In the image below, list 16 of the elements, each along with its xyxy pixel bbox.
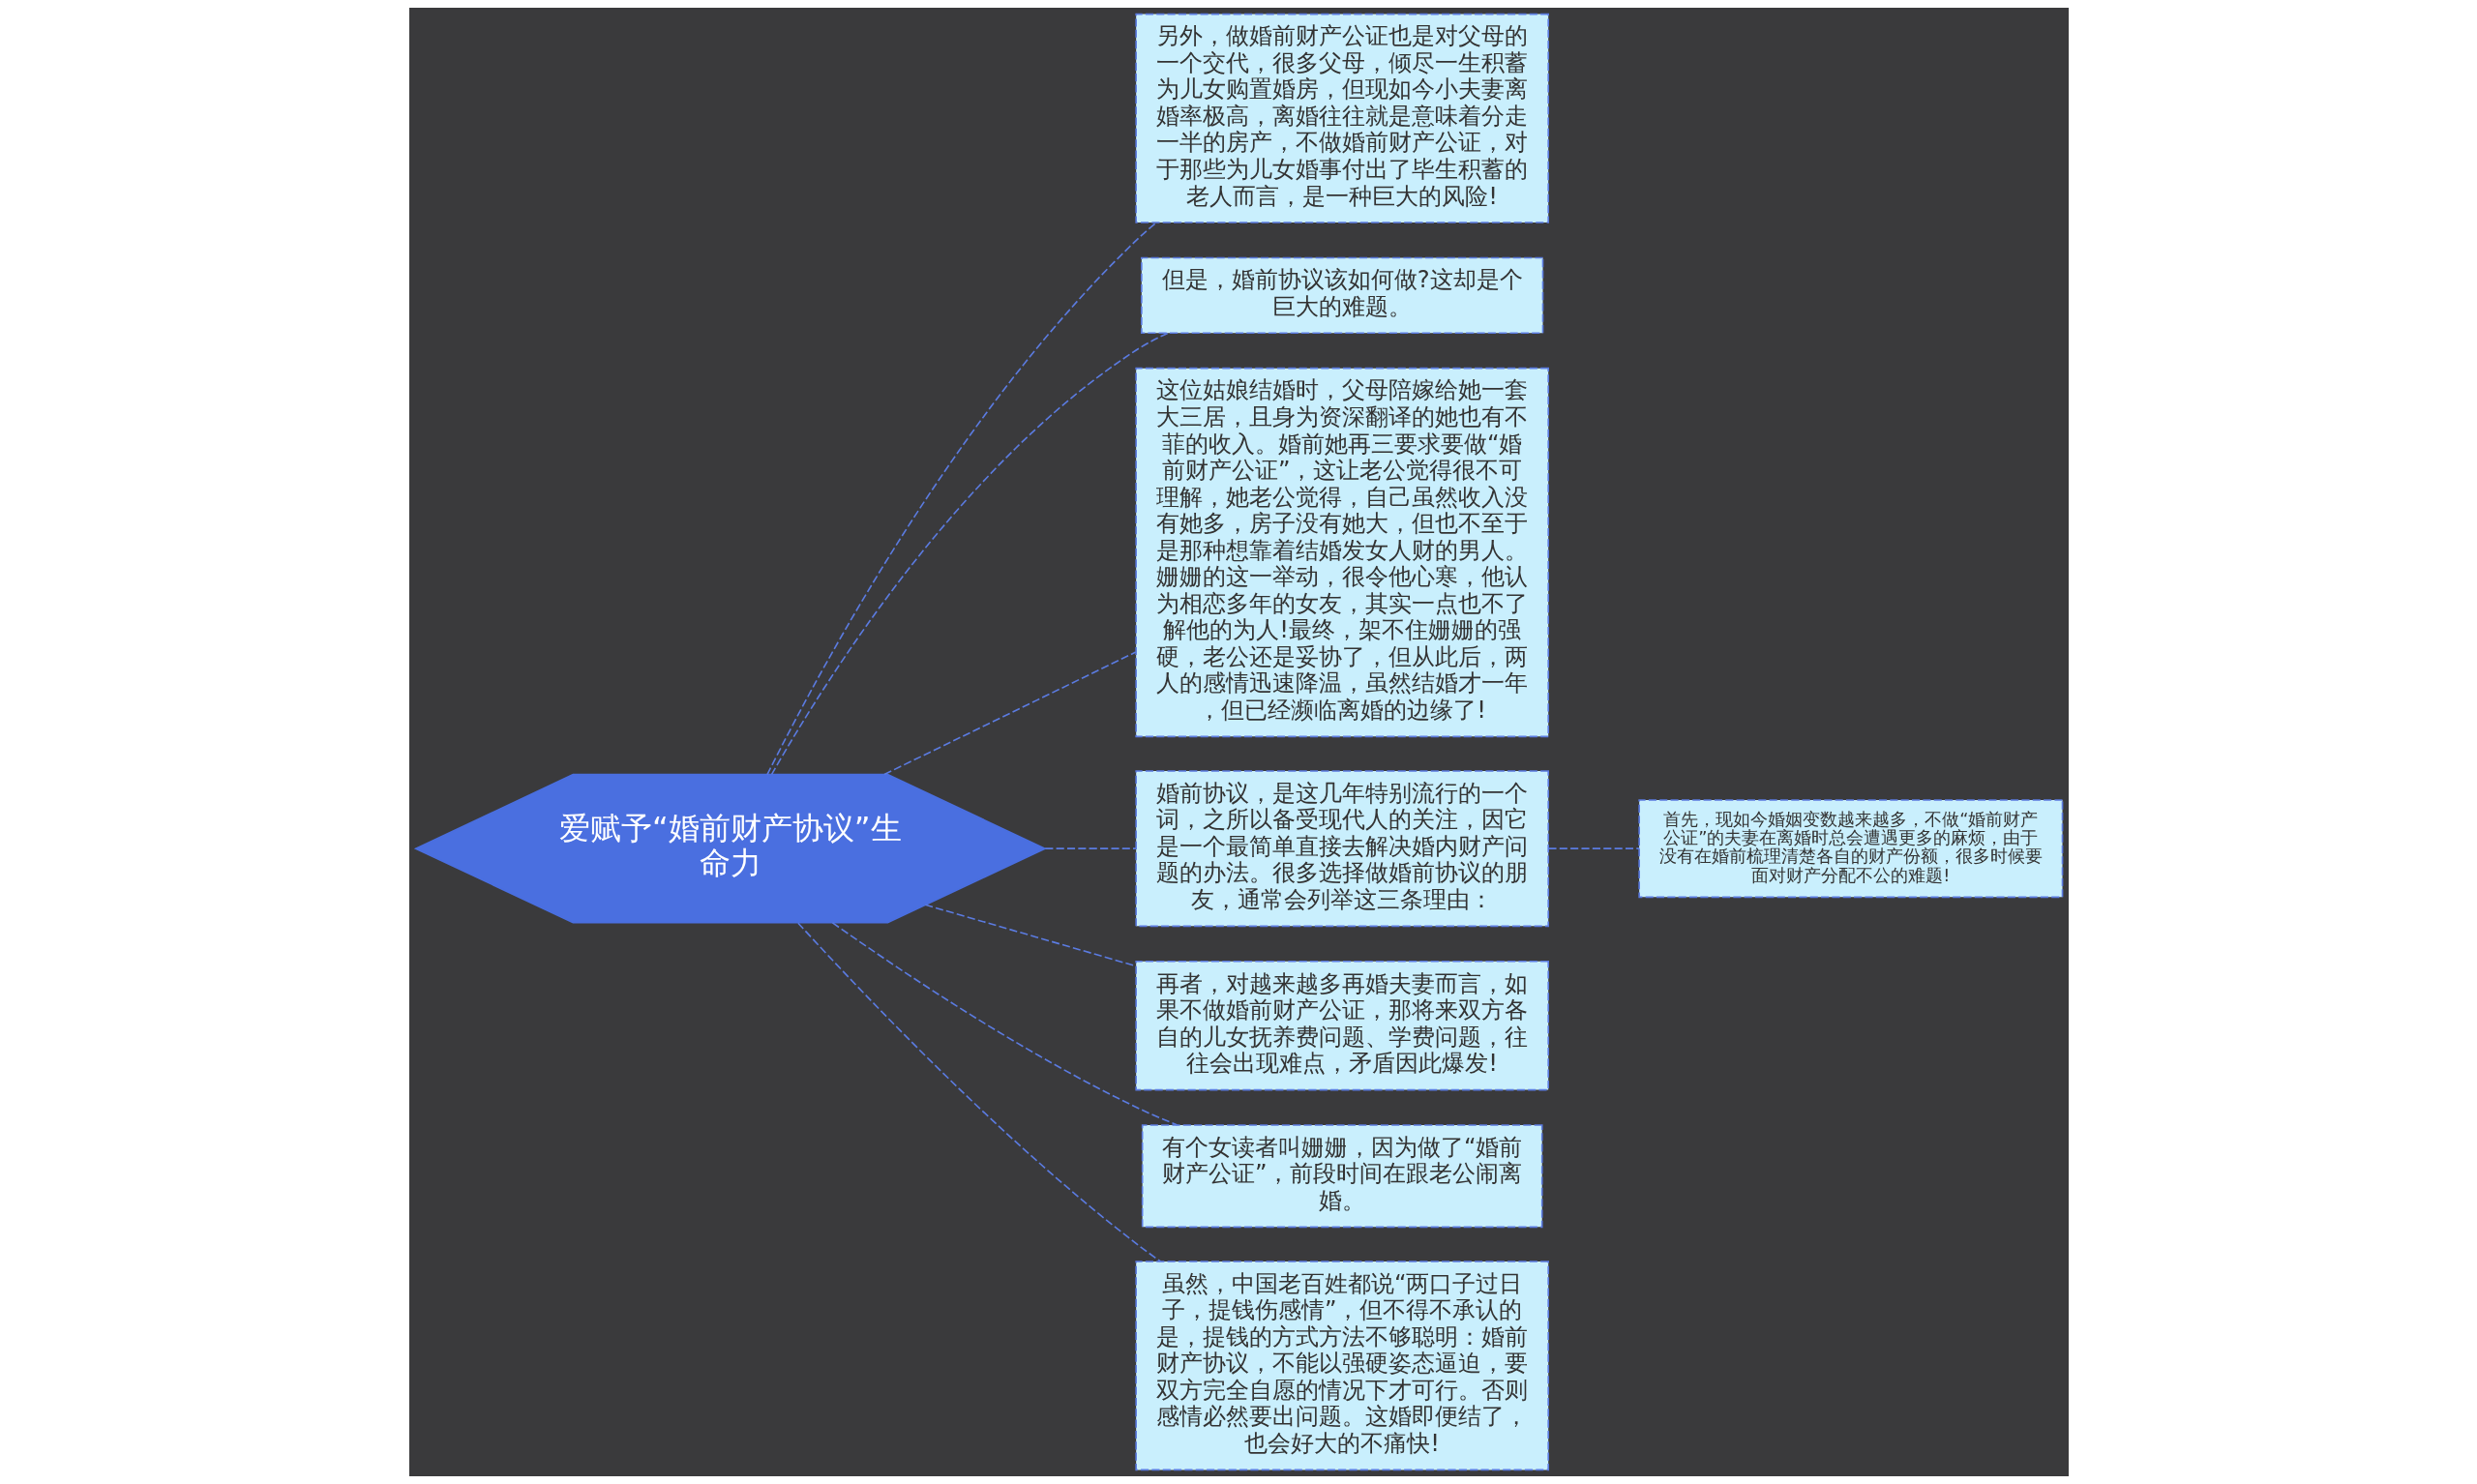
node-box: 首先，现如今婚姻变数越来越多，不做“婚前财产公证”的夫妻在离婚时总会遭遇更多的麻烦，由于没有在婚前梳理清楚各自的财产份额，很多时候要面对财产分配不公的难题! xyxy=(1637,799,2063,899)
connector xyxy=(924,904,1136,967)
connector xyxy=(765,222,1157,776)
node-box: 婚前协议，是这几年特别流行的一个词，之所以备受现代人的关注，因它是一个最简单直接去解决婚内财产问题的办法。很多选择做婚前协议的朋友，通常会列举这三条理由： xyxy=(1134,770,1549,928)
node-box: 再者，对越来越多再婚夫妻而言，如果不做婚前财产公证，那将来双方各自的儿女抚养费问题、学费问题，往往会出现难点，矛盾因此爆发! xyxy=(1134,960,1549,1091)
node-box: 但是，婚前协议该如何做?这却是个巨大的难题。 xyxy=(1140,256,1543,334)
node-box: 虽然，中国老百姓都说“两口子过日子，提钱伤感情”，但不得不承认的是，提钱的方式方法不够聪明：婚前财产协议，不能以强硬姿态逼迫，要双方完全自愿的情况下才可行。否则感情必然要出问题。这婚即便结了，也会好大的不痛快! xyxy=(1134,1261,1549,1471)
connector xyxy=(770,332,1168,776)
connector xyxy=(796,922,1161,1262)
connector xyxy=(882,651,1137,776)
connector xyxy=(831,922,1179,1126)
connector xyxy=(1547,847,1640,849)
node-box: 有个女读者叫姗姗，因为做了“婚前财产公证”，前段时间在跟老公闹离婚。 xyxy=(1141,1124,1543,1229)
node-box: 另外，做婚前财产公证也是对父母的一个交代，很多父母，倾尽一生积蓄为儿女购置婚房，但现如今小夫妻离婚率极高，离婚往往就是意味着分走一半的房产，不做婚前财产公证，对于那些为儿女婚事付出了毕生积蓄的老人而言，是一种巨大的风险! xyxy=(1134,13,1549,223)
node-box: 这位姑娘结婚时，父母陪嫁给她一套大三居，且身为资深翻译的她也有不菲的收入。婚前她再三要求要做“婚前财产公证”，这让老公觉得很不可理解，她老公觉得，自己虽然收入没有她多，房子没有她大，但也不至于是那种想靠着结婚发女人财的男人。姗姗的这一举动，很令他心寒，他认为相恋多年的女友，其实一点也不了解他的为人!最终，架不住姗姗的强硬，老公还是妥协了，但从此后，两人的感情迅速降温，虽然结婚才一年，但已经濒临离婚的边缘了! xyxy=(1134,367,1549,738)
connector xyxy=(1043,847,1137,849)
